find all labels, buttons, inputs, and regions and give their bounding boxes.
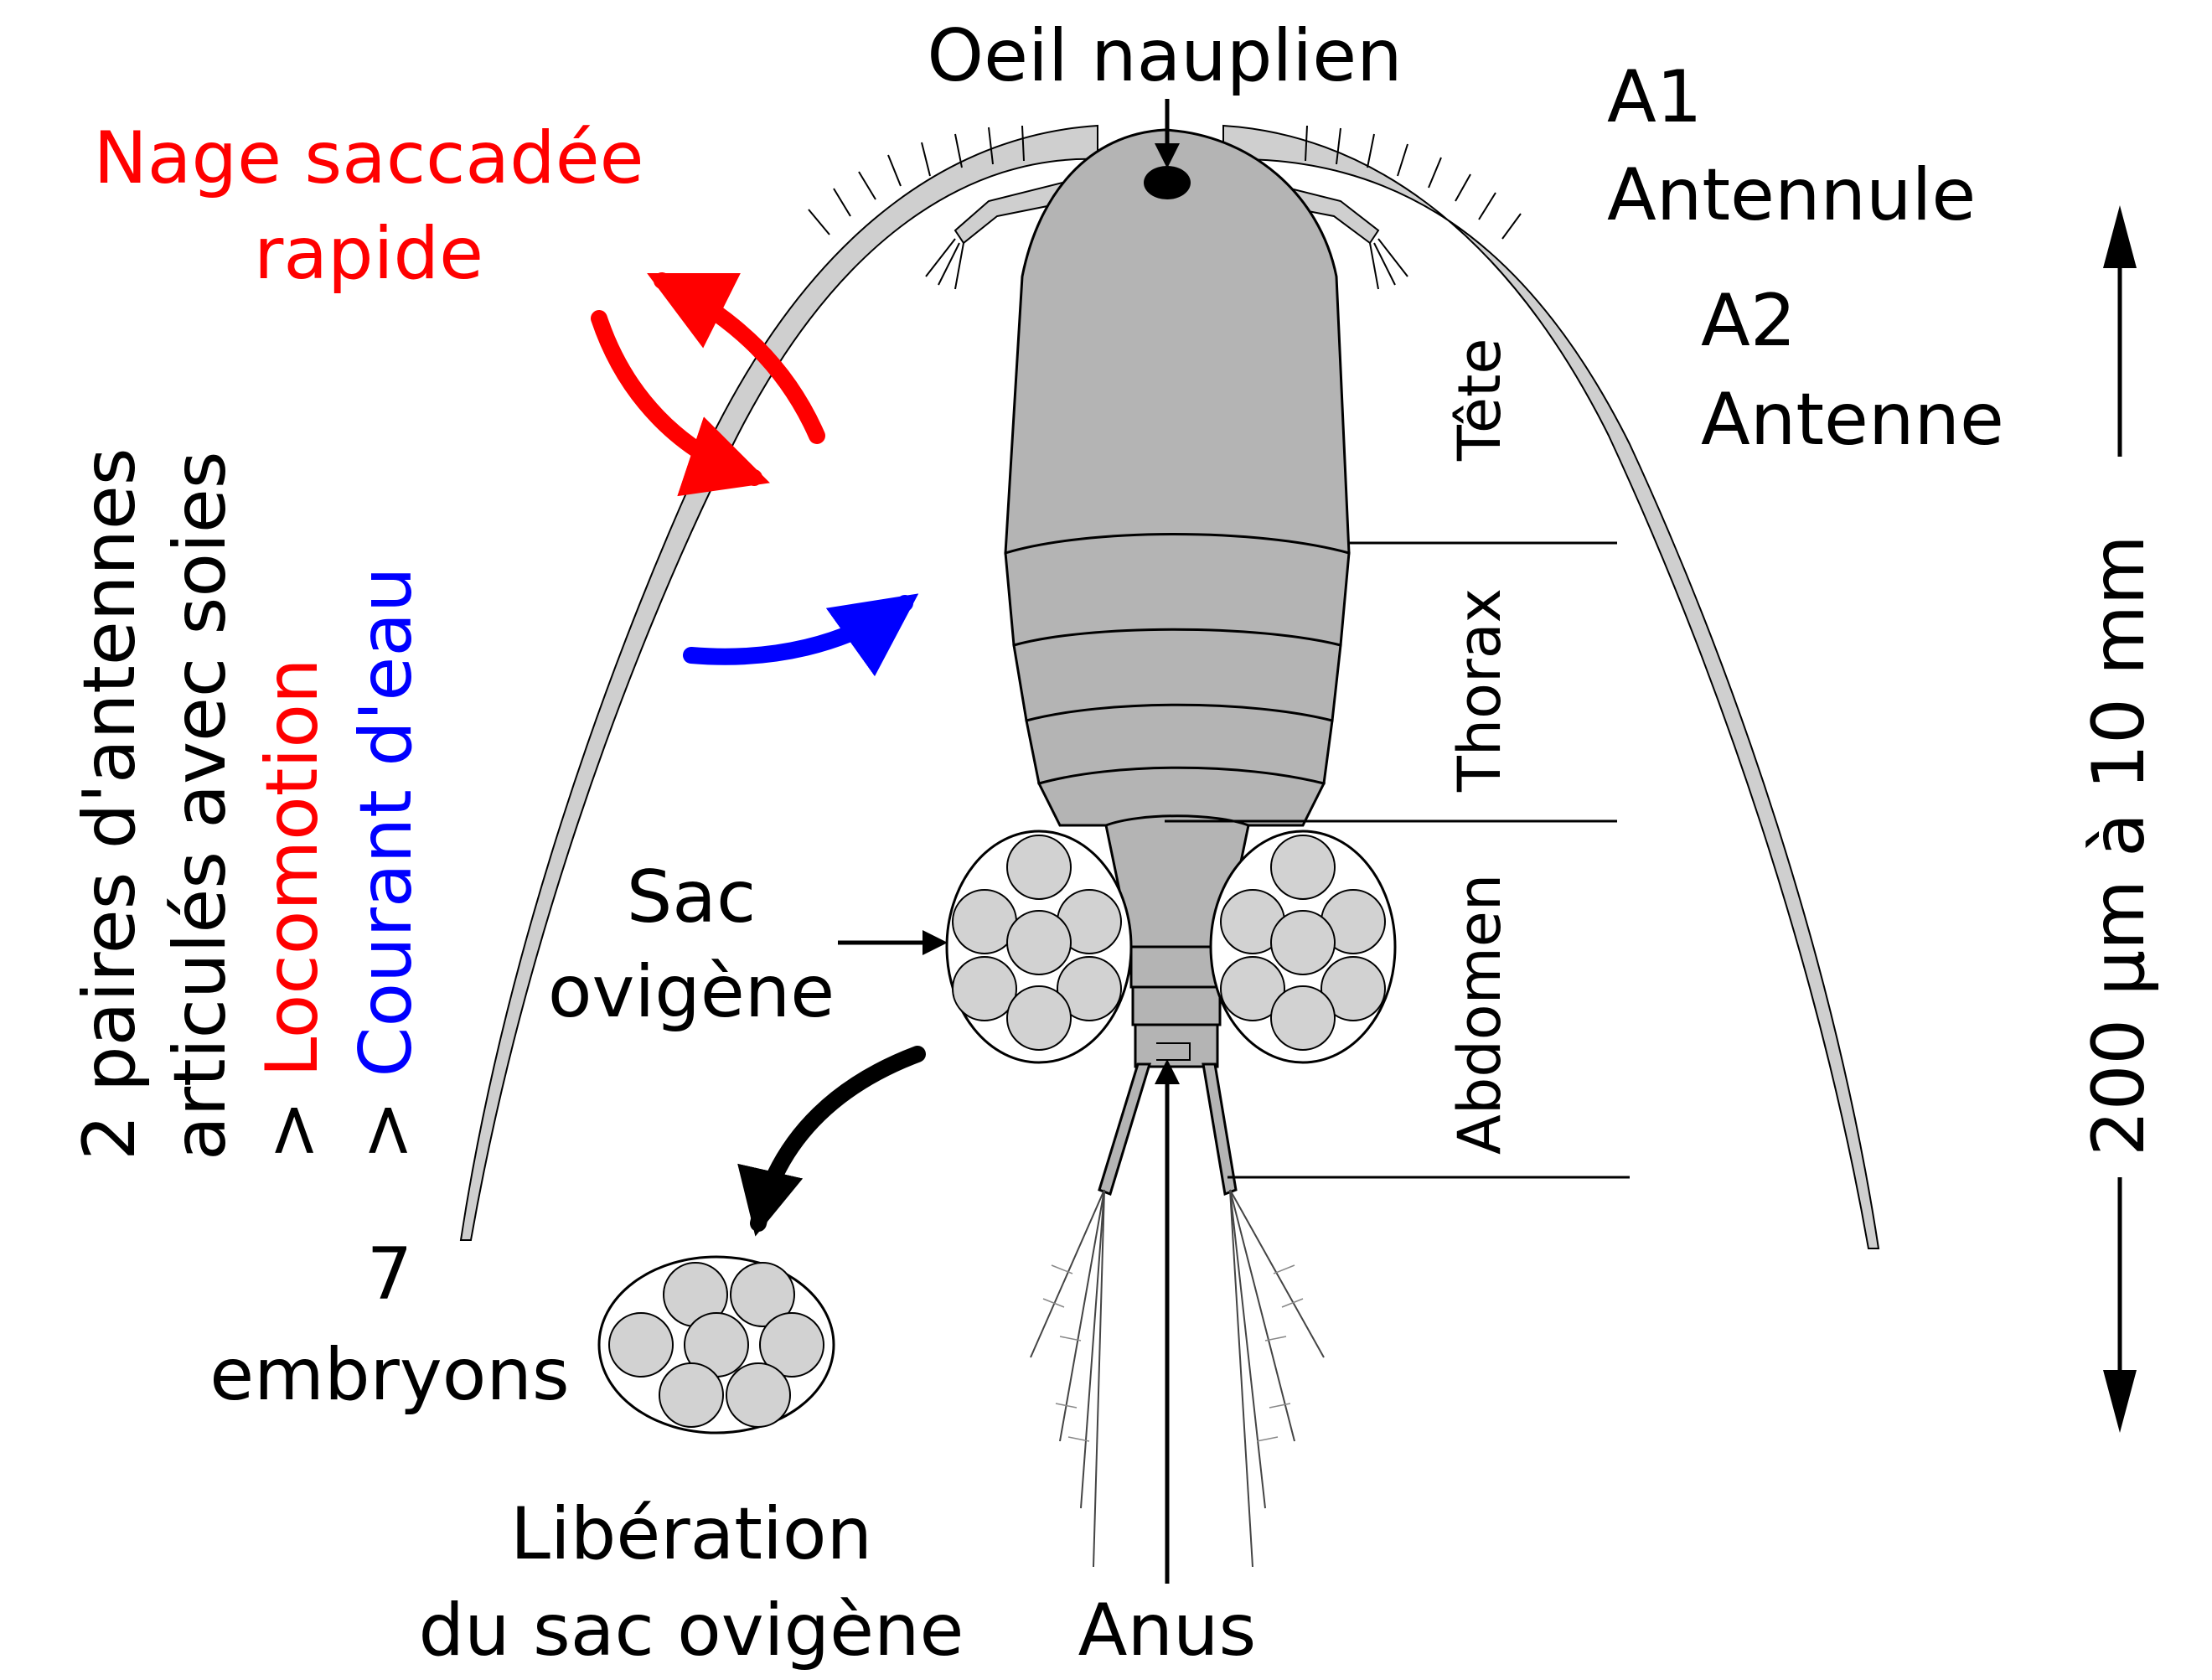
- swim-arrow-up: [647, 272, 825, 444]
- region-dividers: [1165, 541, 1630, 1179]
- egg-sac-right: [1209, 830, 1397, 1064]
- label-anus: Anus: [1078, 1589, 1257, 1672]
- setae-hairs: [1042, 1264, 1304, 1442]
- label-a1-name: Antennule: [1607, 153, 1976, 237]
- antennule-left: [459, 124, 1098, 1241]
- egg-sac-left: [945, 830, 1133, 1064]
- label-embryons-1: 7: [367, 1233, 413, 1316]
- caudal-ramus-left: [1098, 1062, 1152, 1196]
- label-scale: 200 µm à 10 mm: [2077, 535, 2161, 1156]
- genital-segment: [1104, 814, 1250, 949]
- abdomen-segment-1: [1129, 945, 1223, 989]
- label-a2-name: Antenne: [1701, 378, 2004, 462]
- caudal-setae: [1030, 1189, 1325, 1568]
- locomotion-prefix: >: [251, 1078, 334, 1160]
- release-arrow: [737, 1046, 926, 1237]
- scale-arrow-top: [2103, 205, 2137, 268]
- label-antennes-1: 2 paires d'antennes: [68, 447, 152, 1160]
- swim-arrow-down: [591, 310, 770, 497]
- label-liberation-1: Libération: [510, 1492, 872, 1576]
- water-current-arrow: [683, 593, 919, 677]
- label-thorax: Thorax: [1445, 588, 1514, 793]
- label-sac-2: ovigène: [548, 950, 835, 1034]
- vertical-antennae-text: 2 paires d'antennes articulés avec soies…: [68, 447, 428, 1160]
- label-antennes-2: articulés avec soies: [158, 451, 242, 1160]
- thorax-segment-4: [1036, 766, 1326, 827]
- thorax-segment-1: [1004, 533, 1351, 647]
- antennule-right: [1222, 124, 1880, 1249]
- caudal-ramus-right: [1202, 1062, 1238, 1197]
- antenna-setae: [925, 238, 1408, 290]
- label-tete: Tête: [1445, 339, 1514, 463]
- label-locomotion: Locomotion: [251, 659, 334, 1078]
- label-nage-2: rapide: [254, 212, 483, 296]
- thorax-segment-2: [1012, 628, 1342, 722]
- label-courant-row: > Courant d'eau: [344, 566, 428, 1160]
- antennule-left-segments: [808, 125, 1025, 235]
- label-embryons-2: embryons: [209, 1333, 569, 1417]
- abdomen-segment-2: [1131, 985, 1222, 1026]
- label-locomotion-row: > Locomotion: [251, 659, 334, 1160]
- label-courant: Courant d'eau: [344, 566, 428, 1077]
- label-liberation-2: du sac ovigène: [419, 1589, 964, 1672]
- naupliar-eye: [1144, 166, 1191, 199]
- scale-arrow-bottom: [2103, 1370, 2137, 1433]
- label-abdomen: Abdomen: [1445, 874, 1514, 1155]
- thorax-segment-3: [1025, 703, 1334, 785]
- antennule-right-segments: [1305, 125, 1522, 240]
- label-a2-code: A2: [1701, 279, 1796, 363]
- label-nage-1: Nage saccadée: [93, 116, 643, 200]
- released-egg-sac: [597, 1255, 835, 1434]
- courant-prefix: >: [344, 1078, 428, 1160]
- label-sac-1: Sac: [627, 856, 757, 939]
- label-oeil: Oeil nauplien: [927, 14, 1402, 98]
- label-a1-code: A1: [1607, 55, 1703, 139]
